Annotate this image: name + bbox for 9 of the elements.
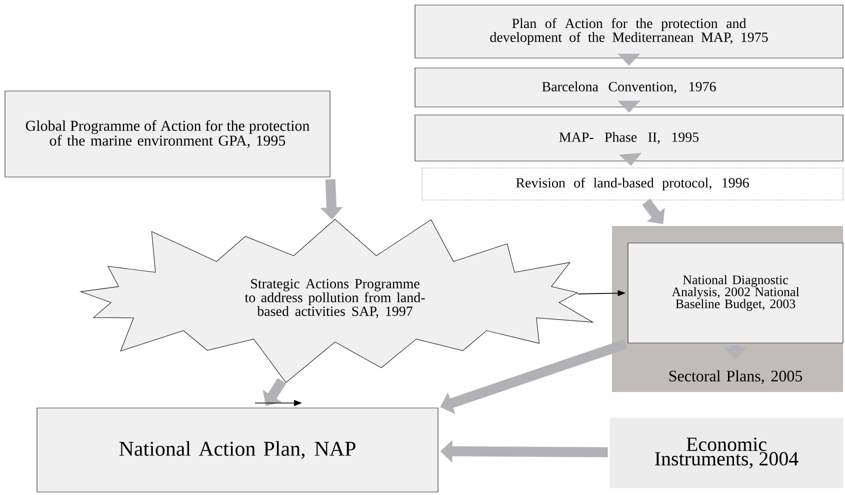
process-box: Barcelona Convention, 1976 [414,68,844,108]
panel-label: Sectoral Plans, 2005 [669,370,802,384]
process-box: National Action Plan, NAP [36,408,438,492]
process-box: MAP- Phase II, 1995 [414,114,844,162]
process-box: Revision of land-based protocol, 1996 [422,168,844,200]
process-box: Global Programme of Action for the protection of the marine environment GPA, 1995 [4,90,330,178]
process-box: Economic Instruments, 2004 [610,418,844,488]
process-box: National Diagnostic Analysis, 2002 National Baseline Budget, 2003 [628,242,844,344]
process-box: Plan of Action for the protection and development of the Mediterranean MAP, 1975 [414,4,844,58]
